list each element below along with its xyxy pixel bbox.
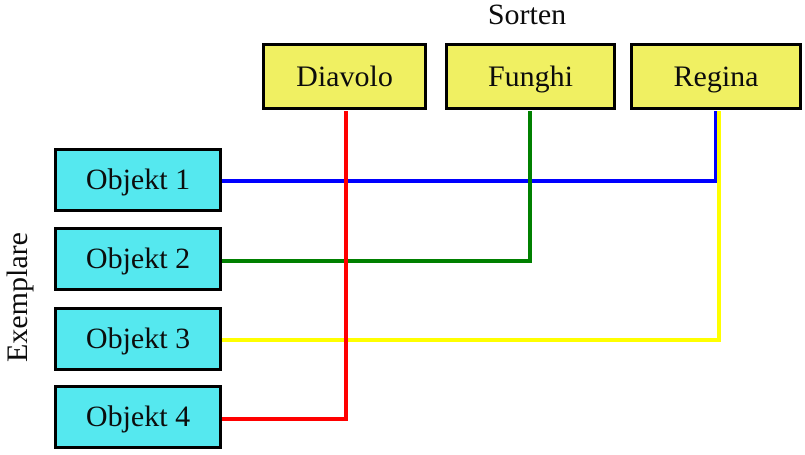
sort-box-funghi: Funghi <box>445 43 616 110</box>
sort-label: Funghi <box>487 59 574 93</box>
sort-label: Regina <box>673 59 759 93</box>
object-box-objekt-2: Objekt 2 <box>54 227 222 291</box>
diagram-title: Sorten <box>487 0 567 31</box>
connection-objekt4-diavolo <box>222 111 348 421</box>
object-box-objekt-1: Objekt 1 <box>54 148 222 212</box>
sort-box-diavolo: Diavolo <box>262 43 427 110</box>
object-label: Objekt 3 <box>85 322 191 355</box>
sort-label: Diavolo <box>296 59 393 93</box>
connection-objekt1-regina <box>222 111 718 183</box>
connection-objekt3-regina <box>221 111 721 342</box>
object-box-objekt-4: Objekt 4 <box>54 385 222 449</box>
object-box-objekt-3: Objekt 3 <box>54 307 222 371</box>
object-label: Objekt 2 <box>85 242 191 275</box>
object-label: Objekt 1 <box>85 163 191 196</box>
sort-box-regina: Regina <box>630 43 802 110</box>
connection-objekt2-funghi <box>221 111 532 263</box>
object-label: Objekt 4 <box>85 400 191 433</box>
